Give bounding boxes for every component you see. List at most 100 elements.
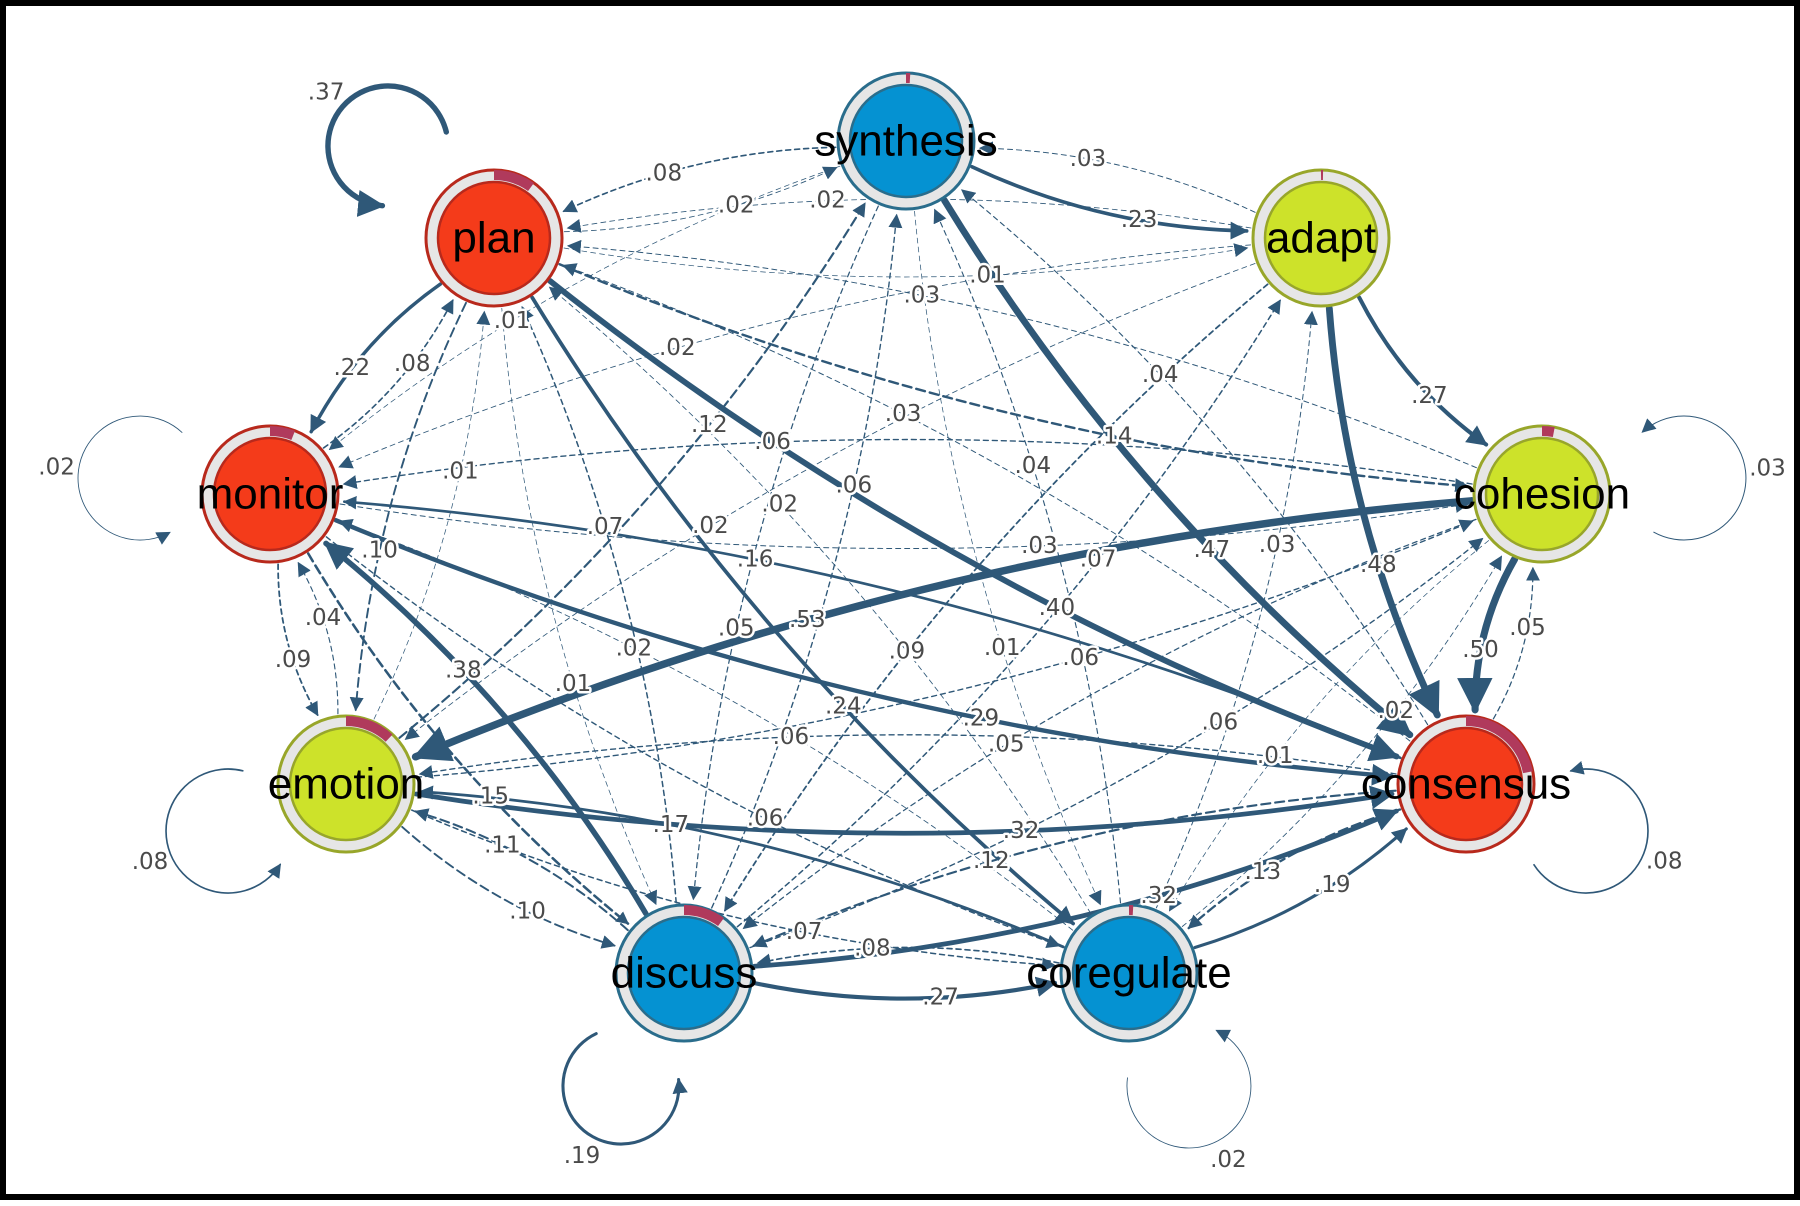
transition-network: synthesis adapt cohesion consensus coregulat… xyxy=(6,6,1800,1206)
node-adapt[interactable]: adapt xyxy=(1253,170,1389,306)
self-loop-plan xyxy=(328,86,446,206)
self-loop-monitor xyxy=(78,416,182,540)
edge-label-cohesion-to-coregulate: .01 xyxy=(1257,743,1294,769)
edge-label-cohesion-to-consensus: .50 xyxy=(1462,637,1499,663)
edge-label-plan-to-cohesion: .14 xyxy=(1096,423,1133,449)
edge-label-adapt-to-monitor: .02 xyxy=(659,335,696,361)
node-discuss[interactable]: discuss xyxy=(611,905,758,1041)
edge-label-consensus-to-coregulate: .13 xyxy=(1245,859,1282,885)
edge-plan-to-adapt xyxy=(564,248,1247,277)
edge-label-monitor-to-cohesion: .03 xyxy=(1021,533,1058,559)
node-label-monitor: monitor xyxy=(197,470,344,519)
edge-label-consensus-to-monitor: .16 xyxy=(737,547,774,573)
node-label-discuss: discuss xyxy=(611,949,758,998)
edge-label-coregulate-to-emotion: .17 xyxy=(653,812,690,838)
edge-label-coregulate-to-synthesis: .04 xyxy=(1015,453,1052,479)
edge-label-coregulate-to-monitor: .02 xyxy=(616,635,653,661)
edge-monitor-to-coregulate xyxy=(326,537,1059,946)
edge-label-adapt-to-emotion: .02 xyxy=(692,513,729,539)
edge-label-consensus-to-discuss: .12 xyxy=(973,848,1010,874)
node-coregulate[interactable]: coregulate xyxy=(1026,905,1231,1041)
self-loop-coregulate xyxy=(1127,1031,1251,1148)
edge-label-synthesis-to-plan: .08 xyxy=(646,160,683,186)
edge-monitor-to-consensus xyxy=(336,520,1392,776)
self-loop-label-cohesion: .03 xyxy=(1749,456,1786,482)
edge-label-adapt-to-cohesion: .27 xyxy=(1411,383,1448,409)
edge-label-emotion-to-cohesion: .06 xyxy=(1062,645,1099,671)
edge-label-coregulate-to-discuss: .08 xyxy=(854,935,891,961)
edge-label-discuss-to-consensus: .32 xyxy=(1140,883,1177,909)
edge-label-plan-to-monitor: .22 xyxy=(334,355,371,381)
node-label-adapt: adapt xyxy=(1266,214,1376,263)
edge-label-coregulate-to-plan: .02 xyxy=(761,491,798,517)
edge-label-adapt-to-discuss: .09 xyxy=(889,639,926,665)
edge-label-cohesion-to-discuss: .05 xyxy=(988,732,1025,758)
self-loop-label-plan: .37 xyxy=(308,79,345,105)
edge-label-discuss-to-synthesis: .06 xyxy=(836,473,873,499)
edge-label-discuss-to-cohesion: .06 xyxy=(1202,709,1239,735)
edge-cohesion-to-emotion xyxy=(416,501,1472,757)
edge-label-synthesis-to-discuss: .05 xyxy=(718,615,755,641)
node-pie-monitor xyxy=(270,431,293,435)
edge-label-monitor-to-emotion: .09 xyxy=(275,647,312,673)
edge-label-cohesion-to-plan: .03 xyxy=(904,283,941,309)
self-loop-cohesion xyxy=(1643,416,1746,540)
node-label-cohesion: cohesion xyxy=(1454,470,1630,519)
node-label-synthesis: synthesis xyxy=(814,117,997,166)
edge-coregulate-to-consensus xyxy=(1195,829,1406,948)
edge-label-emotion-to-monitor: .04 xyxy=(305,605,342,631)
edge-label-adapt-to-consensus: .48 xyxy=(1360,552,1397,578)
edge-discuss-to-coregulate xyxy=(754,983,1055,999)
node-label-emotion: emotion xyxy=(268,760,425,809)
edge-label-synthesis-to-coregulate: .01 xyxy=(984,635,1021,661)
edge-label-plan-to-synthesis: .02 xyxy=(718,193,755,219)
edge-label-consensus-to-plan: .03 xyxy=(885,401,922,427)
edge-label-monitor-to-coregulate: .06 xyxy=(747,806,784,832)
edge-label-adapt-to-plan: .02 xyxy=(809,188,846,214)
edge-label-emotion-to-coregulate: .07 xyxy=(786,919,823,945)
edge-label-emotion-to-synthesis: .12 xyxy=(691,412,728,438)
edge-label-emotion-to-discuss: .10 xyxy=(509,899,546,925)
edge-label-emotion-to-consensus: .32 xyxy=(1003,818,1040,844)
edge-label-emotion-to-plan: .01 xyxy=(442,459,479,485)
node-plan[interactable]: plan xyxy=(426,170,562,306)
edge-label-discuss-to-coregulate: .27 xyxy=(922,985,959,1011)
edge-synthesis-to-adapt xyxy=(972,167,1247,231)
edge-label-cohesion-to-emotion: .53 xyxy=(789,607,826,633)
edge-label-coregulate-to-consensus: .19 xyxy=(1314,872,1351,898)
node-cohesion[interactable]: cohesion xyxy=(1454,426,1630,562)
node-consensus[interactable]: consensus xyxy=(1361,716,1571,852)
edge-label-plan-to-discuss: .01 xyxy=(555,671,592,697)
edge-label-plan-to-consensus: .40 xyxy=(1039,595,1076,621)
self-loop-label-monitor: .02 xyxy=(38,455,75,481)
node-label-coregulate: coregulate xyxy=(1026,949,1231,998)
edge-label-synthesis-to-monitor: .01 xyxy=(494,308,531,334)
edge-adapt-to-cohesion xyxy=(1359,298,1486,445)
node-monitor[interactable]: monitor xyxy=(197,426,344,562)
edge-label-monitor-to-consensus: .29 xyxy=(963,705,1000,731)
edge-label-synthesis-to-consensus: .47 xyxy=(1194,537,1231,563)
edge-consensus-to-coregulate xyxy=(1189,810,1400,929)
edge-label-consensus-to-synthesis: .04 xyxy=(1142,362,1179,388)
edge-label-plan-to-emotion: .10 xyxy=(361,537,398,563)
edge-labels-layer: .08.23.47.02.27.48.03.02.02.14.40.22.24.… xyxy=(38,79,1785,1173)
edge-label-discuss-to-plan: .07 xyxy=(587,514,624,540)
nodes-layer: synthesis adapt cohesion consensus coregulat… xyxy=(197,73,1630,1041)
edge-label-plan-to-coregulate: .24 xyxy=(825,694,862,720)
self-loop-discuss xyxy=(563,1034,679,1144)
edge-label-coregulate-to-adapt: .03 xyxy=(1259,532,1296,558)
edge-label-monitor-to-plan: .08 xyxy=(394,351,431,377)
edge-cohesion-to-monitor xyxy=(344,440,1472,485)
edge-label-consensus-to-cohesion: .05 xyxy=(1509,615,1546,641)
edge-label-discuss-to-monitor: .38 xyxy=(445,657,482,683)
edge-label-discuss-to-emotion: .11 xyxy=(484,832,521,858)
edge-monitor-to-emotion xyxy=(278,564,318,715)
node-label-plan: plan xyxy=(452,214,535,263)
self-loop-emotion xyxy=(166,769,280,893)
self-loop-label-discuss: .19 xyxy=(564,1143,601,1169)
edge-label-discuss-to-adapt: .07 xyxy=(1080,546,1117,572)
edge-label-adapt-to-synthesis: .03 xyxy=(1070,146,1107,172)
edge-synthesis-to-plan xyxy=(564,147,836,211)
edge-adapt-to-emotion xyxy=(406,264,1255,740)
